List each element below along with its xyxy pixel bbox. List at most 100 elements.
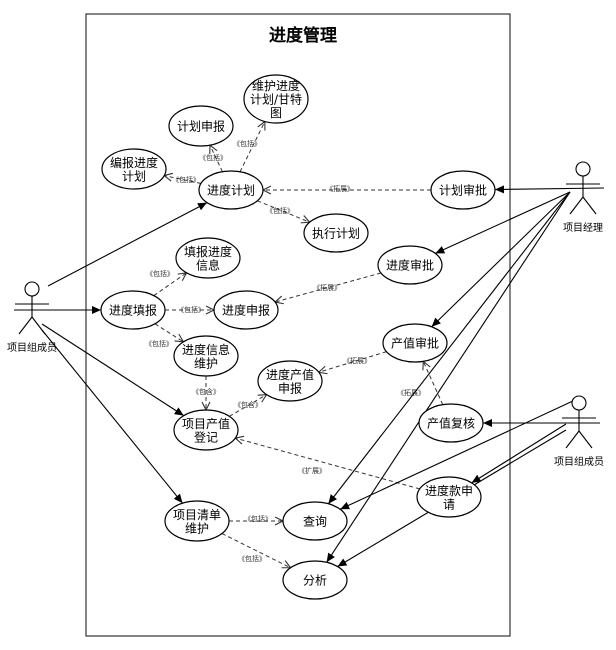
actor-member-right[interactable]: 项目组成员 xyxy=(554,395,604,468)
use-case-ellipse xyxy=(173,335,239,377)
dependency-progress_approve-to-progress_report xyxy=(275,272,382,302)
use-case-label: 产值审批 xyxy=(391,336,439,351)
dependency-label: 《拓展》 xyxy=(326,184,354,193)
dependency-list_maintain-to-analysis xyxy=(221,533,291,567)
dependency-label: 《包括》 xyxy=(172,175,200,184)
use-case-progress-approve[interactable]: 进度审批 xyxy=(377,245,443,285)
association-member_left-value_register xyxy=(41,323,185,417)
use-case-execute-plan[interactable]: 执行计划 xyxy=(303,213,369,253)
use-case-label: 请 xyxy=(443,497,455,511)
use-case-label: 产值复核 xyxy=(427,416,475,431)
use-case-label: 填报进度 xyxy=(184,244,232,259)
dependency-label: 《包括》 xyxy=(146,269,174,278)
use-case-query[interactable]: 查询 xyxy=(282,501,348,541)
dependency-label: 《包括》 xyxy=(145,339,173,348)
dependency-payment_apply-to-value_register xyxy=(235,438,420,490)
association-manager-query xyxy=(327,191,571,505)
use-case-label: 维护进度 xyxy=(252,78,300,93)
actor-right-leg xyxy=(31,316,46,335)
use-case-label: 计划/甘特 xyxy=(250,92,302,107)
use-case-label: 登记 xyxy=(194,429,218,444)
use-case-ellipse xyxy=(257,360,323,402)
use-case-ellipse xyxy=(173,409,239,451)
dependency-progress_plan-to-plan_report xyxy=(210,145,223,172)
association-member_left-progress_plan xyxy=(47,202,208,287)
use-case-label: 图 xyxy=(270,106,282,120)
use-case-ellipse xyxy=(282,501,348,541)
dependency-label: 《包括》 xyxy=(233,139,261,148)
dependency-label: 《包括》 xyxy=(199,153,227,162)
association-member_right-payment_apply xyxy=(471,423,567,484)
dependency-value_approve-to-value_report xyxy=(319,351,387,373)
use-case-ellipse xyxy=(168,105,234,147)
use-case-label: 计划审批 xyxy=(439,183,487,198)
use-case-analysis[interactable]: 分析 xyxy=(282,560,348,600)
dependency-label: 《包含》 xyxy=(234,400,262,409)
use-case-value-approve[interactable]: 产值审批 xyxy=(382,323,448,363)
use-case-ellipse xyxy=(243,74,309,124)
actor-left-leg xyxy=(18,316,33,335)
dependency-label: 《拓展》 xyxy=(313,283,341,292)
dependency-label: 《包括》 xyxy=(238,554,266,563)
use-case-ellipse xyxy=(213,290,279,330)
association-member_left-list_maintain xyxy=(41,329,183,504)
dependency-label: 《扩展》 xyxy=(298,466,326,475)
dependency-label: 《拓展》 xyxy=(397,388,425,397)
use-case-label: 进度审批 xyxy=(386,258,434,273)
use-case-progress-plan[interactable]: 进度计划 xyxy=(198,170,264,210)
actor-right-leg xyxy=(582,196,597,215)
association-manager-value_approve xyxy=(431,191,571,328)
dependency-value_review-to-value_approve xyxy=(423,361,444,405)
dependency-label: 《包括》 xyxy=(244,514,272,523)
actor-label: 项目组成员 xyxy=(7,341,57,354)
use-case-ellipse xyxy=(382,323,448,363)
use-case-label: 执行计划 xyxy=(312,227,360,241)
actor-head xyxy=(575,161,591,177)
use-case-ellipse xyxy=(100,290,166,330)
use-case-progress-fill[interactable]: 进度填报 xyxy=(100,290,166,330)
use-case-label: 计划申报 xyxy=(177,119,225,134)
use-case-plan-report[interactable]: 计划申报 xyxy=(168,105,234,147)
actor-member-left[interactable]: 项目组成员 xyxy=(7,281,57,354)
actor-left-leg xyxy=(565,430,580,449)
use-case-ellipse xyxy=(282,560,348,600)
association-manager-progress_approve xyxy=(435,191,571,254)
dependency-progress_fill-to-info_maintain xyxy=(154,323,184,342)
diagram-title: 进度管理 xyxy=(269,25,337,46)
use-case-label: 进度产值 xyxy=(266,367,314,382)
dependency-label: 《包括》 xyxy=(266,206,294,215)
use-case-label: 进度计划 xyxy=(207,183,255,198)
use-case-label: 申报 xyxy=(278,380,302,395)
association-manager-analysis xyxy=(326,191,571,563)
use-case-progress-report[interactable]: 进度申报 xyxy=(213,290,279,330)
actor-left-leg xyxy=(569,196,584,215)
use-case-label: 编报进度 xyxy=(110,155,158,170)
actor-label: 项目经理 xyxy=(563,221,603,234)
use-case-label: 进度申报 xyxy=(222,303,270,318)
use-case-label: 维护 xyxy=(185,521,209,535)
use-case-label: 进度信息 xyxy=(182,342,230,357)
use-case-ellipse xyxy=(303,213,369,253)
dependency-progress_plan-to-compile_plan xyxy=(164,176,202,184)
use-case-ellipse xyxy=(198,170,264,210)
actor-right-leg xyxy=(578,430,593,449)
use-case-ellipse xyxy=(418,403,484,443)
association-manager-plan_approve xyxy=(494,185,605,194)
actor-head xyxy=(24,281,40,297)
use-case-value-review[interactable]: 产值复核 xyxy=(418,403,484,443)
use-case-label: 项目产值 xyxy=(182,416,230,431)
use-case-label: 项目清单 xyxy=(173,508,221,522)
actor-label: 项目组成员 xyxy=(554,455,604,468)
actor-manager[interactable]: 项目经理 xyxy=(563,161,603,234)
use-case-ellipse xyxy=(377,245,443,285)
use-case-plan-approve[interactable]: 计划审批 xyxy=(430,170,496,210)
